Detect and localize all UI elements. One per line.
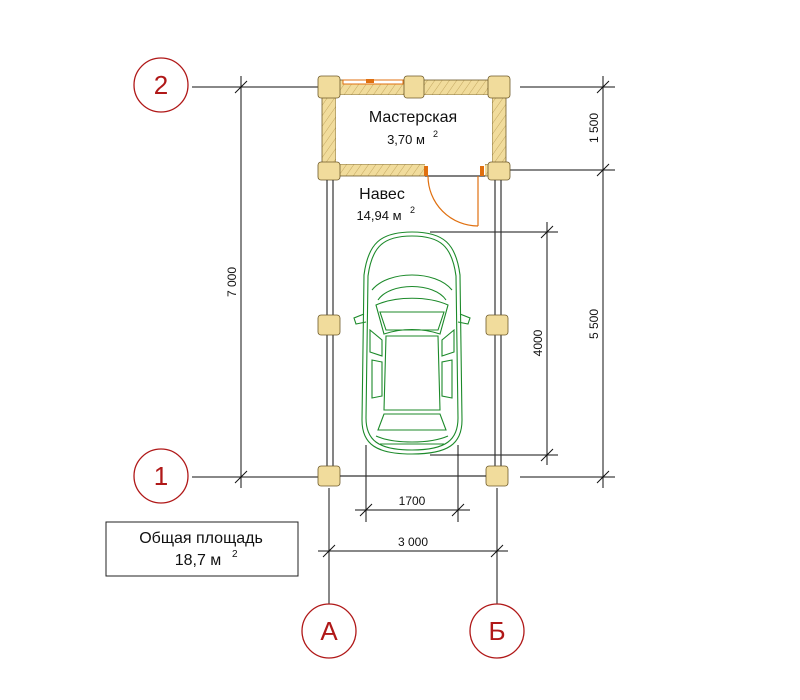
axis-marker-2: 2: [133, 57, 189, 113]
car-icon: [353, 231, 471, 455]
dim-total-width-label: 3 000: [398, 535, 428, 549]
dimension-car-width: 1700: [355, 445, 470, 522]
workshop-door: [424, 164, 485, 227]
axis-label-b: Б: [488, 616, 505, 646]
canopy-name: Навес: [359, 186, 405, 203]
dimension-total-length: 7 000: [225, 76, 248, 488]
workshop-area: 3,70 м: [387, 132, 425, 147]
dim-canopy-length-label: 5 500: [587, 309, 601, 339]
total-area-unit-sup: 2: [232, 549, 238, 560]
dim-total-length-label: 7 000: [225, 267, 239, 297]
axis-marker-b: Б: [469, 603, 525, 659]
workshop-label-group: Мастерская 3,70 м 2: [369, 109, 457, 147]
dimension-right-chain: 1 500 5 500: [510, 76, 615, 488]
canopy-area: 14,94 м: [356, 208, 401, 223]
axis-marker-a: А: [301, 603, 357, 659]
axis-lines: [192, 86, 498, 605]
workshop-area-unit-sup: 2: [433, 129, 438, 139]
log-corners: [317, 75, 511, 181]
dim-workshop-length-label: 1 500: [587, 113, 601, 143]
axis-label-2: 2: [154, 70, 168, 100]
dim-car-width-label: 1700: [399, 494, 426, 508]
workshop-name: Мастерская: [369, 109, 457, 126]
total-area-value: 18,7 м: [175, 552, 222, 569]
dimension-car-length: 4000: [430, 222, 558, 465]
total-area-title: Общая площадь: [139, 530, 263, 547]
dimension-total-width: 3 000: [318, 535, 508, 558]
axis-label-1: 1: [154, 461, 168, 491]
axis-label-a: А: [320, 616, 338, 646]
axis-marker-1: 1: [133, 448, 189, 504]
dim-car-length-label: 4000: [531, 329, 545, 356]
canopy-posts: [317, 180, 509, 487]
total-area-box: Общая площадь 18,7 м 2: [105, 521, 299, 577]
canopy-label-group: Навес 14,94 м 2: [350, 178, 422, 224]
canopy-area-unit-sup: 2: [410, 205, 415, 215]
